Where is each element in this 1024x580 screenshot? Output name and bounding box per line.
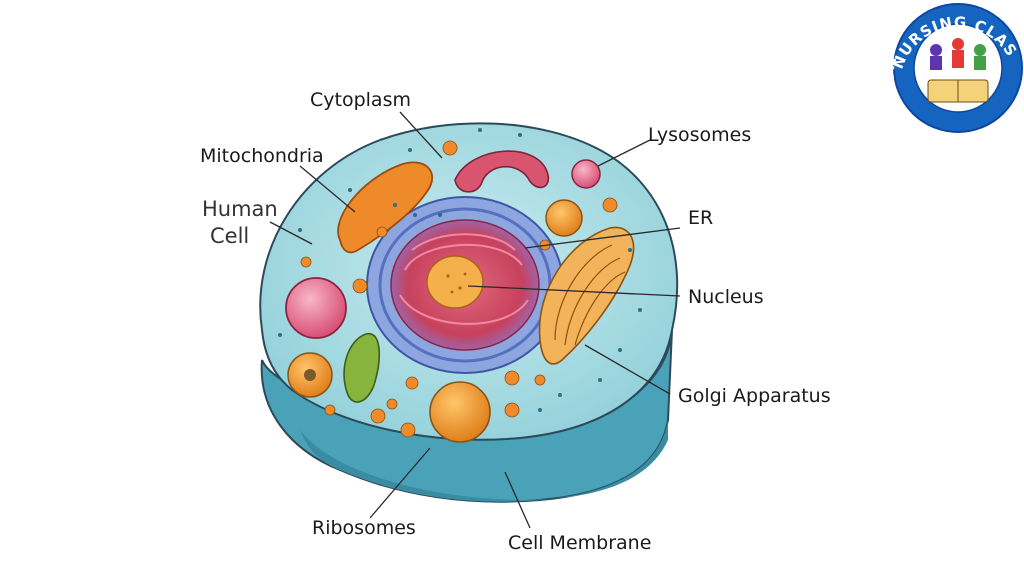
ribosomes-dots	[300, 140, 618, 438]
lysosome	[571, 159, 601, 189]
label-golgi-apparatus: Golgi Apparatus	[678, 385, 831, 407]
label-lysosomes: Lysosomes	[648, 124, 751, 146]
label-cell-membrane: Cell Membrane	[508, 532, 651, 554]
label-nucleus: Nucleus	[688, 286, 764, 308]
label-cell: Cell	[210, 224, 249, 248]
svg-text:NURSING CLASSES: NURSING CLASSES	[0, 0, 1020, 71]
label-human: Human	[202, 197, 278, 221]
mitochondrion	[337, 161, 434, 254]
label-er: ER	[688, 207, 713, 229]
nanda-nursing-classes-logo: NURSING CLASSES NANDA	[0, 0, 1023, 133]
nucleolus	[426, 255, 484, 309]
vacuole-green	[343, 333, 381, 403]
label-mitochondria: Mitochondria	[200, 145, 324, 167]
er-curved-top	[454, 150, 550, 193]
vesicle-pink-large	[285, 277, 347, 339]
label-ribosomes: Ribosomes	[312, 517, 416, 539]
vesicle-orange	[545, 199, 583, 237]
logo-text-top: NURSING CLASSES	[0, 0, 1019, 71]
label-cytoplasm: Cytoplasm	[310, 89, 411, 111]
logo-person-icon	[930, 44, 942, 56]
vesicle-orange-large	[429, 381, 491, 443]
golgi-apparatus	[538, 226, 635, 365]
